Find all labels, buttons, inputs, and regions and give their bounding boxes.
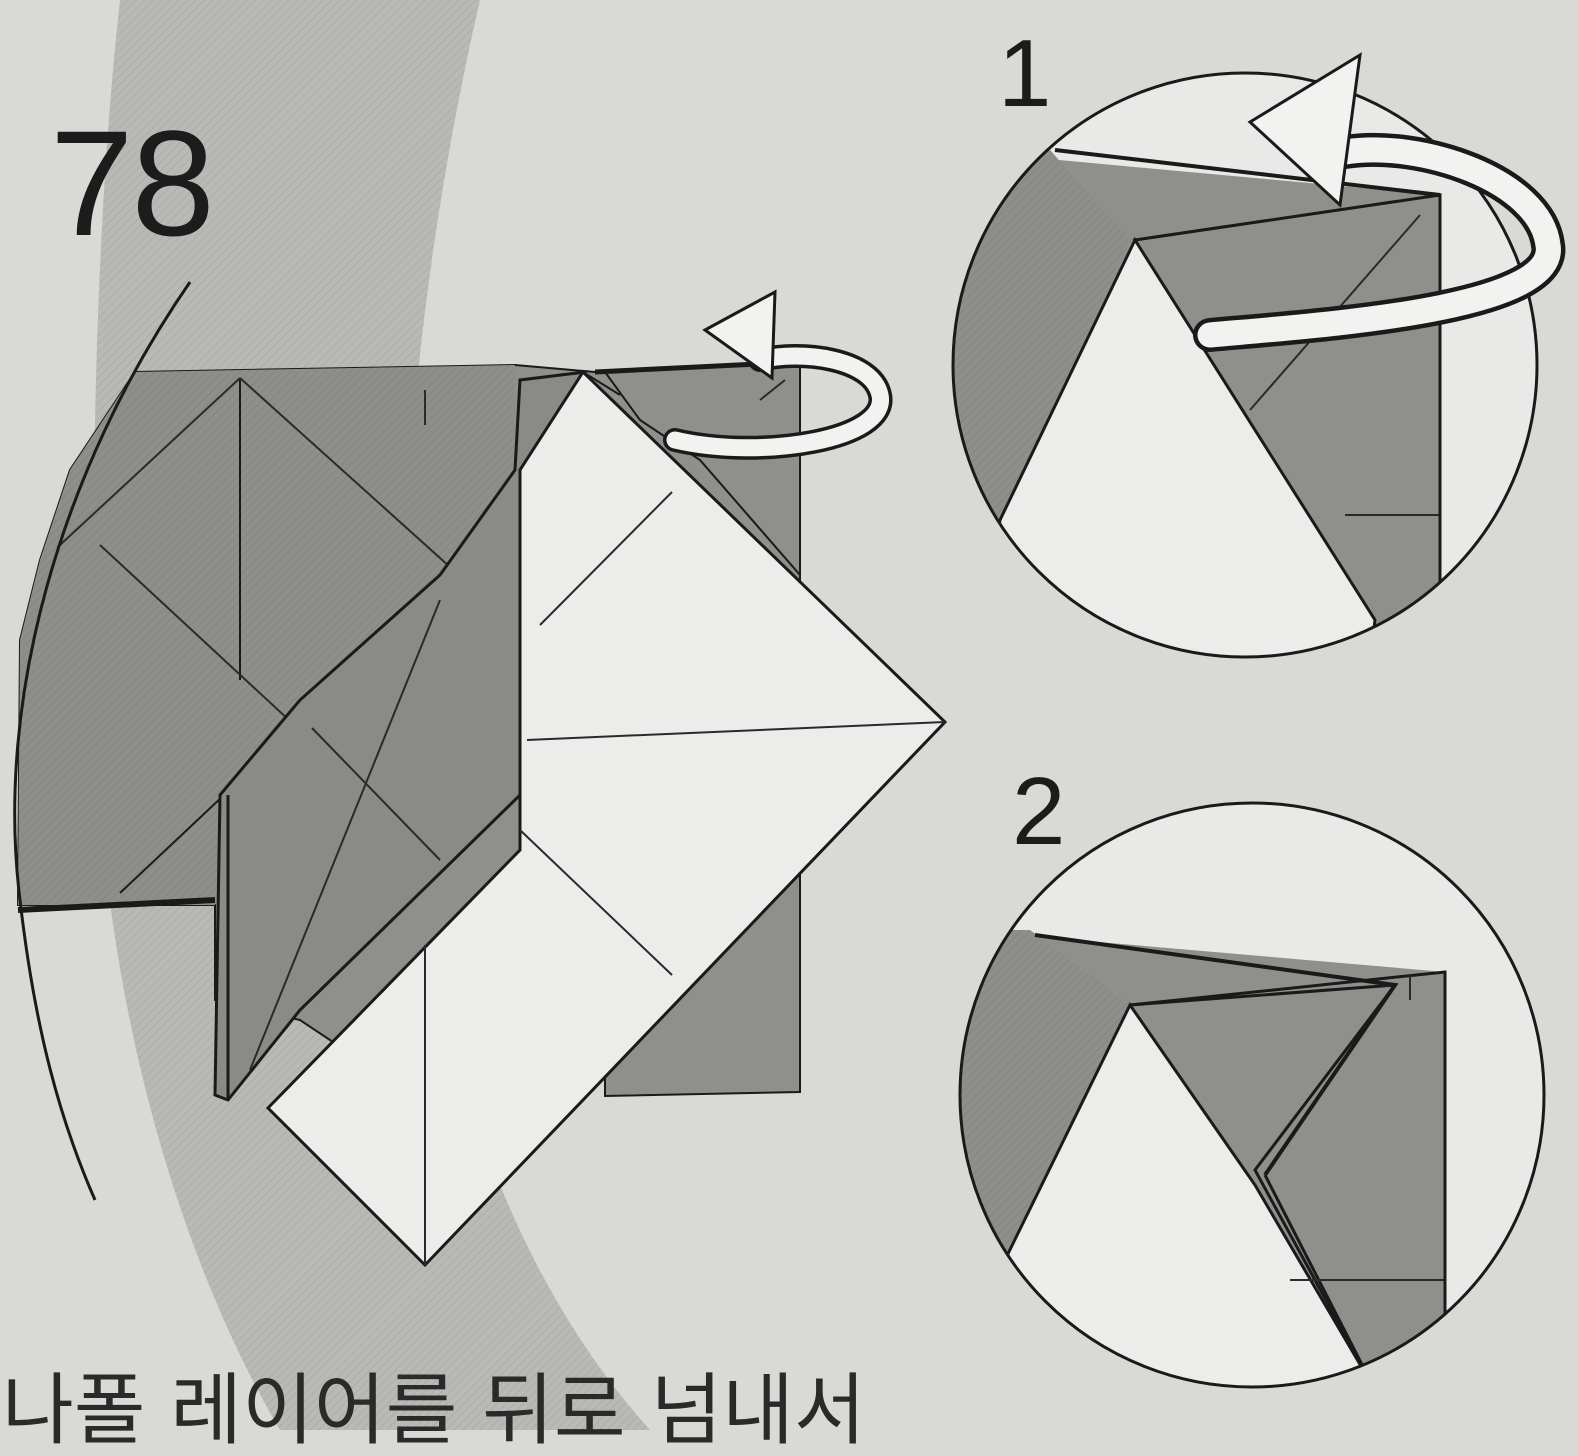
detail-circle-1 xyxy=(950,55,1548,660)
step-number: 78 xyxy=(50,108,213,258)
detail-number-2: 2 xyxy=(1012,764,1063,860)
detail-circle-2 xyxy=(960,803,1544,1400)
detail-number-1: 1 xyxy=(998,26,1049,122)
instruction-caption: 나폴 레이어를 뒤로 넘내서 xyxy=(2,1372,866,1450)
